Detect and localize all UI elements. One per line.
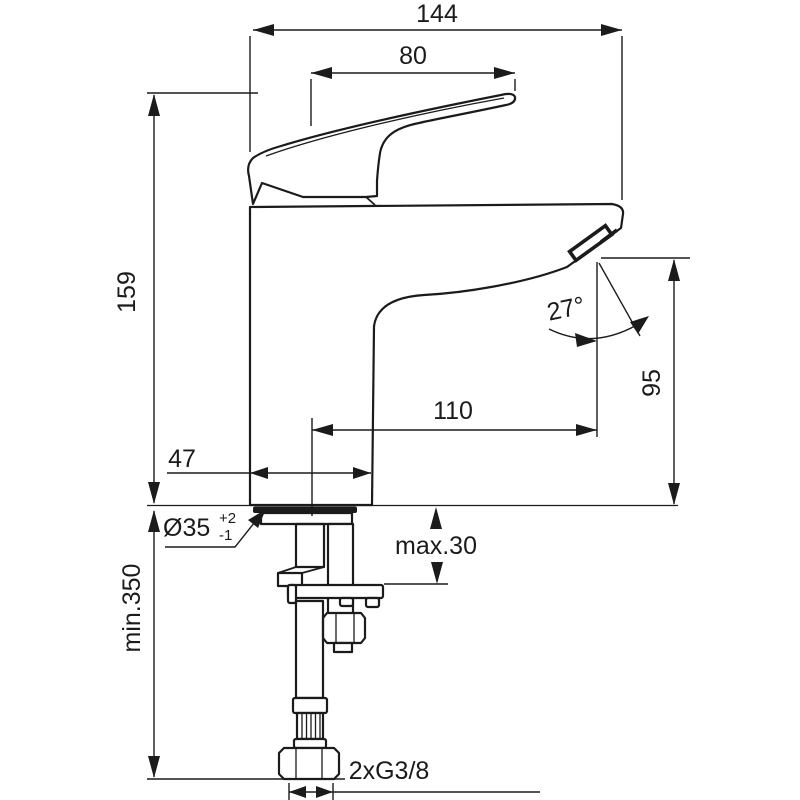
clamp-plate-tab-2	[364, 596, 381, 609]
dimension-lines	[147, 24, 690, 800]
faucet-body-outline	[248, 202, 625, 507]
clamp-plate	[286, 583, 385, 600]
dim-overall-width-label: 144	[416, 0, 458, 28]
dim-hole-tolerance-minus: -1	[219, 527, 232, 544]
base-gasket	[253, 506, 357, 513]
clamp-plate-tab-1	[338, 596, 355, 608]
dim-hole-tolerance-plus: +2	[219, 510, 236, 527]
dim-outlet-height-label: 95	[638, 369, 666, 397]
faucet-handle	[247, 92, 517, 206]
base-flange	[259, 511, 354, 526]
dim-body-height-label: 159	[113, 271, 141, 313]
braided-hose-upper	[276, 522, 326, 588]
dim-spout-reach-label: 110	[433, 397, 473, 425]
handle-top-edge-line	[265, 97, 505, 157]
dim-connection-thread-label: 2xG3/8	[349, 757, 430, 785]
braided-hose-lower	[294, 599, 325, 700]
handle-foot-line	[365, 196, 376, 206]
aerator	[567, 223, 615, 263]
dim-spout-angle-label: 27°	[545, 291, 588, 326]
aerator-cap-line	[599, 228, 619, 244]
dim-min-hose-length-label: min.350	[118, 564, 146, 653]
dim-base-width-label: 47	[168, 445, 196, 473]
dim-max-deck-thickness-label: max.30	[395, 532, 477, 560]
dim-handle-reach-label: 80	[399, 42, 427, 70]
dim-hole-diameter-label: Ø35	[163, 514, 210, 542]
hose-end-fitting	[277, 696, 341, 781]
hose-nut	[277, 746, 341, 781]
clamp-plate-left-lip	[286, 583, 298, 605]
mounting-nut	[321, 611, 367, 654]
